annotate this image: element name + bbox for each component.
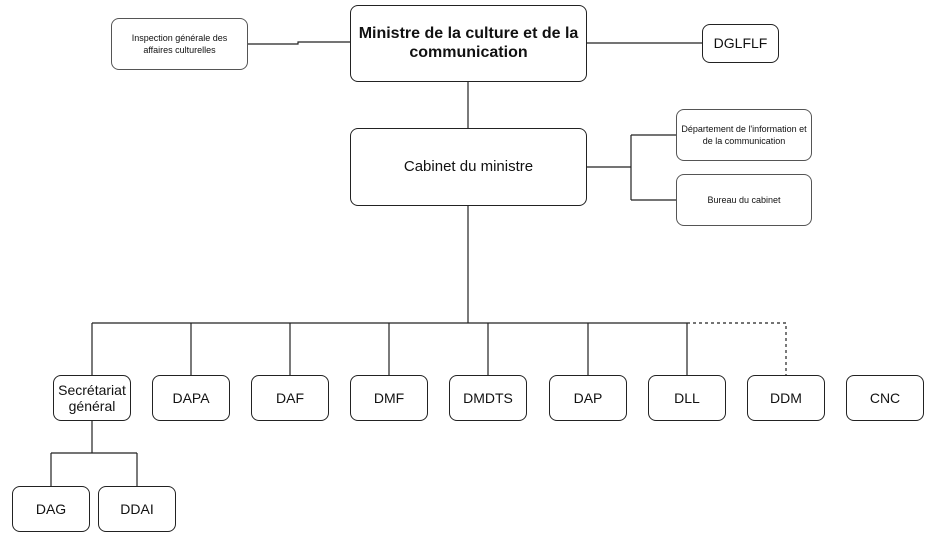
- dapa-box: DAPA: [152, 375, 230, 421]
- ddai-box: DDAI: [98, 486, 176, 532]
- igac-box: Inspection générale des affaires culture…: [111, 18, 248, 70]
- igac-label: Inspection générale des affaires culture…: [131, 32, 228, 55]
- dmf-label: DMF: [373, 389, 405, 406]
- link-ddm-dashed: [687, 322, 787, 375]
- sg-box: Secrétariat général: [53, 375, 131, 421]
- dag-box: DAG: [12, 486, 90, 532]
- cnc-label: CNC: [869, 389, 901, 406]
- cabinet-label: Cabinet du ministre: [403, 158, 534, 176]
- dap-box: DAP: [549, 375, 627, 421]
- link-minister-igac: [248, 41, 350, 45]
- daf-label: DAF: [276, 389, 304, 406]
- dag-label: DAG: [35, 500, 67, 517]
- dglflf-box: DGLFLF: [702, 24, 779, 63]
- dmdts-label: DMDTS: [463, 389, 513, 406]
- dmdts-box: DMDTS: [449, 375, 527, 421]
- dept-info-box: Département de l'information et de la co…: [676, 109, 812, 161]
- minister-label: Ministre de la culture et de la communic…: [358, 25, 579, 61]
- dmf-box: DMF: [350, 375, 428, 421]
- dapa-label: DAPA: [172, 389, 210, 406]
- cabinet-box: Cabinet du ministre: [350, 128, 587, 206]
- dap-label: DAP: [573, 389, 603, 406]
- bureau-label: Bureau du cabinet: [707, 194, 781, 205]
- dglflf-label: DGLFLF: [713, 35, 768, 52]
- dll-label: DLL: [674, 389, 700, 406]
- daf-box: DAF: [251, 375, 329, 421]
- dll-box: DLL: [648, 375, 726, 421]
- ddm-box: DDM: [747, 375, 825, 421]
- ddai-label: DDAI: [120, 500, 154, 517]
- dept-info-label: Département de l'information et de la co…: [681, 123, 807, 146]
- minister-box: Ministre de la culture et de la communic…: [350, 5, 587, 82]
- bureau-box: Bureau du cabinet: [676, 174, 812, 226]
- sg-label: Secrétariat général: [58, 381, 126, 414]
- ddm-label: DDM: [770, 389, 802, 406]
- cnc-box: CNC: [846, 375, 924, 421]
